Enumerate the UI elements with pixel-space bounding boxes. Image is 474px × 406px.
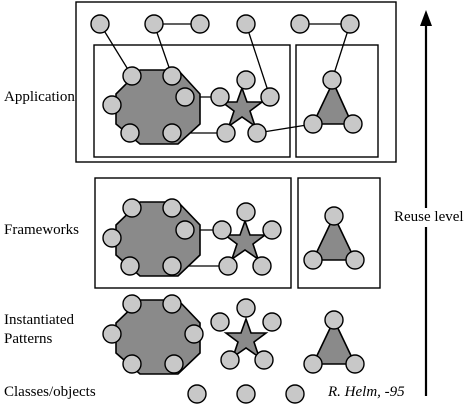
app-link bbox=[331, 23, 351, 81]
framework-object-node bbox=[218, 256, 238, 276]
app-link bbox=[99, 23, 133, 77]
instantiated-object-node bbox=[220, 350, 240, 370]
framework-object-node bbox=[175, 220, 195, 240]
class-object-node bbox=[236, 384, 256, 404]
instantiated-object-node bbox=[122, 354, 142, 374]
instantiated-pattern-triangle bbox=[311, 318, 357, 365]
app-object-node bbox=[162, 123, 182, 143]
app-object-node bbox=[343, 114, 363, 134]
instantiated-object-node bbox=[303, 354, 323, 374]
label-frameworks: Frameworks bbox=[4, 222, 79, 238]
credit-text: R. Helm, -95 bbox=[328, 384, 405, 400]
label-reuse-level: Reuse level bbox=[394, 208, 464, 227]
framework-pattern-triangle bbox=[311, 214, 357, 261]
instantiated-object-node bbox=[122, 294, 142, 314]
framework-object-node bbox=[345, 250, 365, 270]
app-pattern-triangle bbox=[311, 80, 354, 125]
app-object-node bbox=[247, 123, 267, 143]
framework-object-node bbox=[324, 206, 344, 226]
framework-object-node bbox=[122, 198, 142, 218]
frameworks-box bbox=[94, 177, 292, 289]
label-patterns: Patterns bbox=[4, 331, 53, 347]
app-object-node bbox=[322, 70, 342, 90]
app-object-node bbox=[260, 87, 280, 107]
app-object-node bbox=[216, 123, 236, 143]
app-object-node bbox=[102, 95, 122, 115]
application-inner-pattern-box bbox=[295, 44, 379, 158]
instantiated-object-node bbox=[254, 350, 274, 370]
app-object-node bbox=[236, 70, 256, 90]
app-object-node bbox=[303, 114, 323, 134]
instantiated-object-node bbox=[262, 312, 282, 332]
instantiated-object-node bbox=[236, 298, 256, 318]
app-object-node bbox=[90, 14, 110, 34]
framework-object-node bbox=[162, 198, 182, 218]
instantiated-object-node bbox=[345, 354, 365, 374]
instantiated-object-node bbox=[184, 324, 204, 344]
app-object-node bbox=[122, 66, 142, 86]
instantiated-object-node bbox=[164, 354, 184, 374]
framework-object-node bbox=[303, 250, 323, 270]
label-application: Application bbox=[4, 89, 75, 105]
instantiated-pattern-star bbox=[223, 316, 269, 360]
instantiated-object-node bbox=[324, 310, 344, 330]
label-classes-objects: Classes/objects bbox=[4, 384, 96, 400]
framework-object-node bbox=[252, 256, 272, 276]
app-object-node bbox=[290, 14, 310, 34]
application-inner-framework-box bbox=[93, 44, 291, 158]
framework-object-node bbox=[262, 220, 282, 240]
app-object-node bbox=[162, 66, 182, 86]
application-outer-box bbox=[75, 1, 397, 163]
label-instantiated: Instantiated bbox=[4, 312, 74, 328]
app-object-node bbox=[210, 87, 230, 107]
app-link bbox=[245, 23, 271, 98]
framework-object-node bbox=[102, 228, 122, 248]
framework-object-node bbox=[162, 256, 182, 276]
reuse-arrow-head bbox=[420, 10, 432, 26]
instantiated-object-node bbox=[102, 324, 122, 344]
app-object-node bbox=[340, 14, 360, 34]
class-object-node bbox=[187, 384, 207, 404]
app-object-node bbox=[190, 14, 210, 34]
frameworks-pattern-box bbox=[297, 177, 381, 289]
app-object-node bbox=[120, 123, 140, 143]
instantiated-object-node bbox=[210, 312, 230, 332]
instantiated-object-node bbox=[162, 294, 182, 314]
app-object-node bbox=[144, 14, 164, 34]
framework-object-node bbox=[212, 220, 232, 240]
class-object-node bbox=[285, 384, 305, 404]
app-object-node bbox=[175, 87, 195, 107]
framework-object-node bbox=[120, 256, 140, 276]
app-object-node bbox=[236, 14, 256, 34]
framework-object-node bbox=[236, 202, 256, 222]
